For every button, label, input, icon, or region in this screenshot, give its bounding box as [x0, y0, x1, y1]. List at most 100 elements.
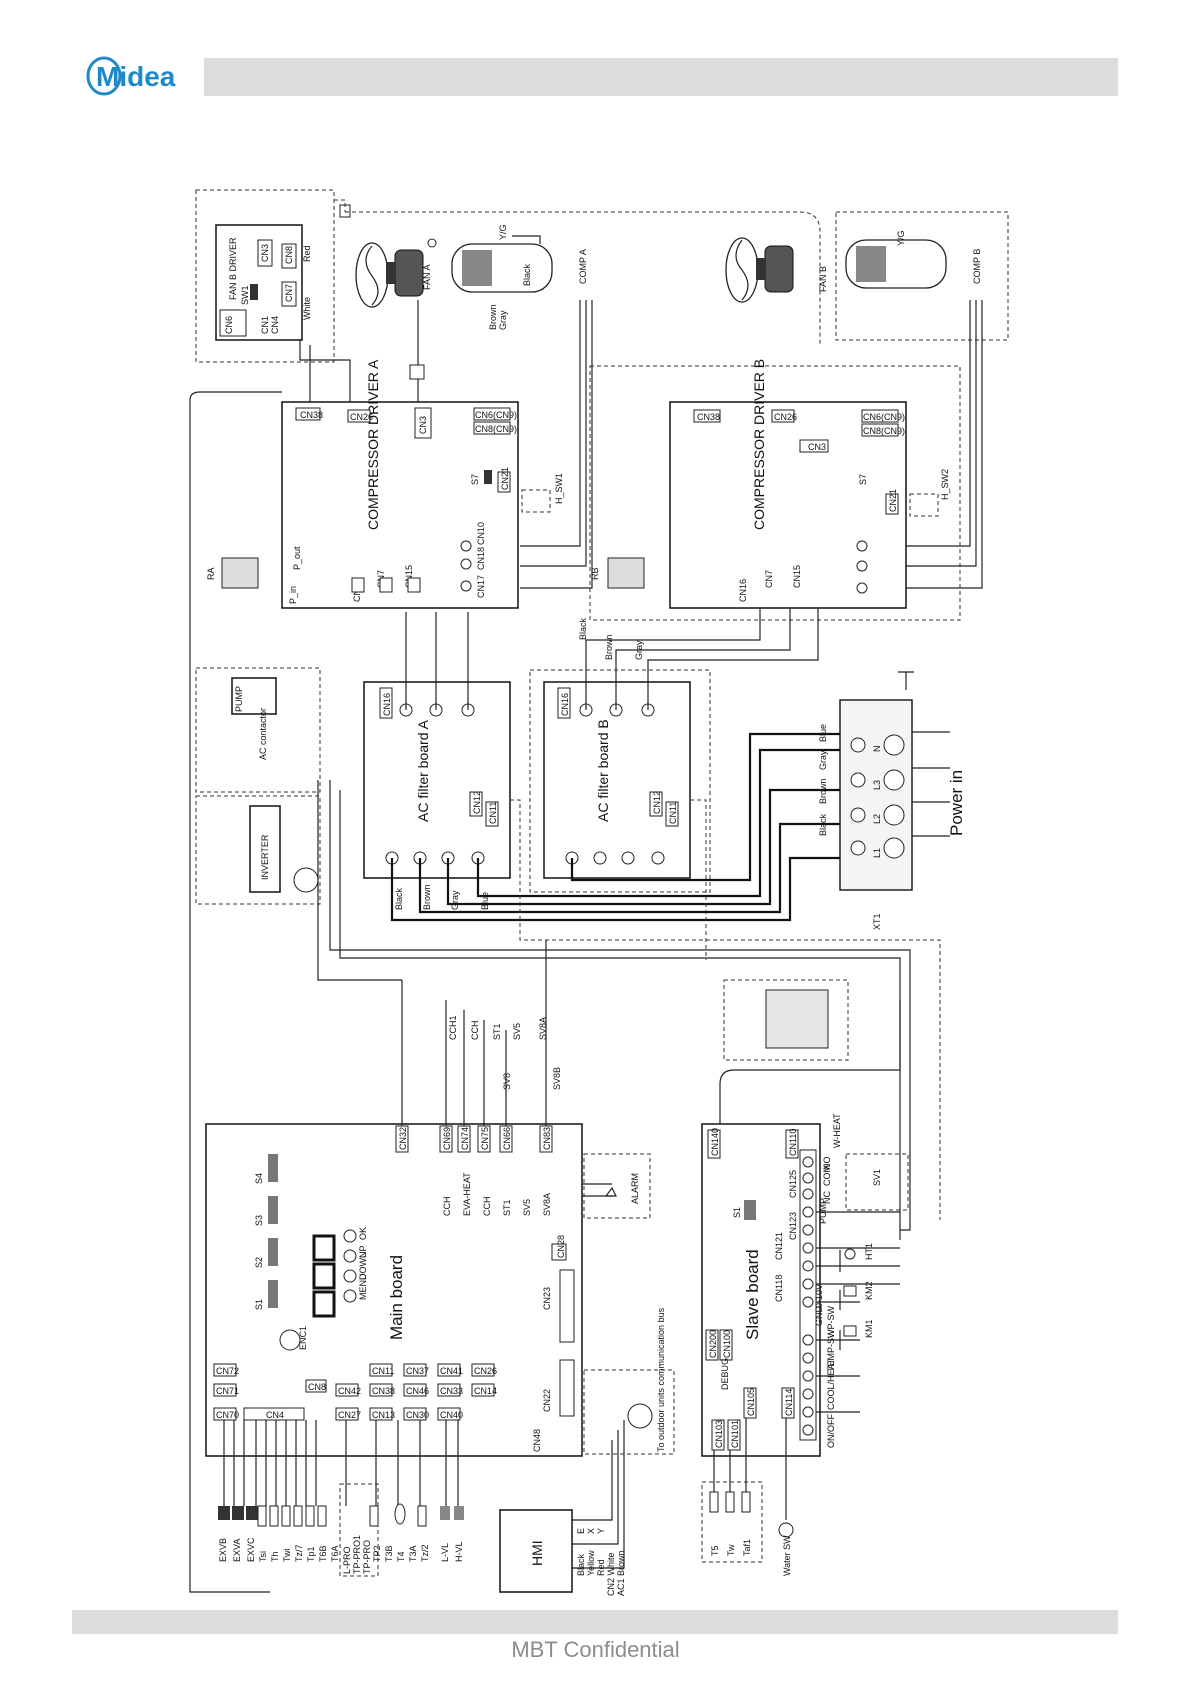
pump-contactor-zone [195, 667, 321, 793]
svg-text:S7: S7 [470, 474, 480, 485]
svg-text:N: N [872, 746, 882, 753]
svg-text:CN41: CN41 [440, 1366, 463, 1376]
svg-text:TP-PRO: TP-PRO [362, 1540, 372, 1574]
sv1-zone [845, 1153, 909, 1211]
dip-switch-s3[interactable] [268, 1196, 278, 1224]
footer-bar [72, 1610, 1118, 1634]
main-buttons[interactable] [343, 1229, 357, 1303]
svg-text:TEMP-SW: TEMP-SW [826, 1329, 836, 1372]
dip-switch-s4[interactable] [268, 1154, 278, 1182]
svg-text:UP: UP [358, 1245, 368, 1258]
svg-text:CN15: CN15 [792, 565, 802, 588]
svg-text:SW1: SW1 [240, 285, 250, 305]
svg-text:CN74: CN74 [460, 1127, 470, 1150]
svg-text:Gray: Gray [498, 310, 508, 330]
fan-b-driver-cn7 [281, 281, 297, 307]
driver-b-zone [589, 365, 961, 621]
svg-text:T3B: T3B [384, 1545, 394, 1562]
svg-text:COMP A: COMP A [578, 249, 588, 284]
svg-text:SV8: SV8 [502, 1073, 512, 1090]
slave-board-title: Slave board [743, 1249, 762, 1340]
svg-text:CN2 White: CN2 White [606, 1552, 616, 1596]
svg-text:Tw: Tw [726, 1544, 736, 1556]
compressor-driver-b [669, 401, 907, 609]
svg-text:RA: RA [206, 567, 216, 580]
svg-text:Blue: Blue [480, 892, 490, 910]
svg-text:SV8A: SV8A [538, 1017, 548, 1040]
svg-text:ON/OFF: ON/OFF [826, 1414, 836, 1448]
svg-text:CN26: CN26 [774, 412, 797, 422]
svg-text:COMP B: COMP B [972, 249, 982, 284]
dip-switch-s1[interactable] [268, 1280, 278, 1308]
svg-text:CN14: CN14 [474, 1386, 497, 1396]
svg-text:SV8B: SV8B [552, 1067, 562, 1090]
fan-a-icon [355, 242, 424, 308]
svg-text:EXVC: EXVC [246, 1537, 256, 1562]
svg-text:H_SW1: H_SW1 [554, 473, 564, 504]
hmi-title: HMI [529, 1540, 545, 1566]
svg-text:CN26: CN26 [350, 412, 373, 422]
earth-ground-icon [898, 671, 914, 690]
xt1-screws [850, 734, 905, 859]
svg-text:CN4: CN4 [270, 316, 280, 334]
relay-module [765, 989, 829, 1049]
main-bottom-connectors [213, 1363, 495, 1421]
svg-text:T3A: T3A [408, 1545, 418, 1562]
power-in-title: Power in [947, 770, 966, 836]
fan-b-icon [725, 237, 794, 303]
cable-icon [627, 1403, 653, 1429]
fan-b-driver-cn3 [257, 239, 273, 267]
svg-text:OK: OK [358, 1227, 368, 1240]
svg-text:CN4: CN4 [266, 1410, 284, 1420]
svg-text:S4: S4 [254, 1173, 264, 1184]
svg-text:NC: NC [822, 1191, 832, 1204]
svg-text:CN33: CN33 [440, 1386, 463, 1396]
svg-text:SV1: SV1 [872, 1169, 882, 1186]
fan-b-driver-cn6 [219, 309, 247, 337]
relay-km1-icon [843, 1325, 857, 1337]
compressor-driver-a-title: COMPRESSOR DRIVER A [365, 359, 381, 530]
svg-text:CN101: CN101 [730, 1420, 740, 1448]
svg-text:Y: Y [596, 1528, 606, 1534]
pump-box [231, 677, 277, 715]
svg-text:CN16: CN16 [560, 693, 570, 716]
dip-switch-s2[interactable] [268, 1238, 278, 1266]
svg-text:Tp1: Tp1 [306, 1546, 316, 1562]
svg-text:NO: NO [822, 1157, 832, 1171]
svg-text:CN110: CN110 [788, 1129, 798, 1156]
svg-text:CN70: CN70 [216, 1410, 239, 1420]
svg-text:SV5: SV5 [512, 1023, 522, 1040]
svg-text:Th: Th [270, 1551, 280, 1562]
seven-segment-display [312, 1234, 336, 1318]
svg-text:KM2: KM2 [864, 1281, 874, 1300]
svg-text:KM1: KM1 [864, 1319, 874, 1338]
ac-filter-board-b [543, 681, 691, 879]
svg-text:L3: L3 [872, 780, 882, 790]
svg-text:CN23: CN23 [542, 1287, 552, 1310]
svg-text:T6B: T6B [318, 1545, 328, 1562]
fan-b-driver-zone [195, 189, 335, 363]
svg-text:W-HEAT: W-HEAT [832, 1113, 842, 1148]
xt1-terminal-block [839, 699, 913, 891]
svg-text:CN38: CN38 [300, 410, 323, 420]
svg-text:CN13: CN13 [372, 1410, 395, 1420]
svg-text:CN8(CN9): CN8(CN9) [475, 424, 517, 434]
svg-text:CN7: CN7 [764, 570, 774, 588]
svg-text:ENC1: ENC1 [298, 1326, 308, 1350]
svg-text:S7: S7 [858, 474, 868, 485]
relay-km2-icon [843, 1285, 857, 1297]
confidential-label: MBT Confidential [511, 1637, 680, 1662]
main-board-title: Main board [387, 1255, 406, 1340]
svg-text:CN48: CN48 [532, 1429, 542, 1452]
comp-b-zone [835, 211, 1009, 341]
svg-text:CN30: CN30 [406, 1410, 429, 1420]
svg-text:To outdoor units communication: To outdoor units communication bus [656, 1307, 666, 1452]
svg-text:PUMP: PUMP [234, 686, 244, 712]
svg-text:T5: T5 [710, 1545, 720, 1556]
buzzer-icon [604, 1186, 617, 1197]
enc1-knob-icon[interactable] [279, 1329, 301, 1351]
svg-text:COOL/HEAT: COOL/HEAT [826, 1358, 836, 1410]
slave-s1-switch[interactable] [744, 1200, 756, 1220]
svg-text:Y/G: Y/G [498, 224, 508, 240]
svg-text:Black: Black [522, 263, 532, 286]
